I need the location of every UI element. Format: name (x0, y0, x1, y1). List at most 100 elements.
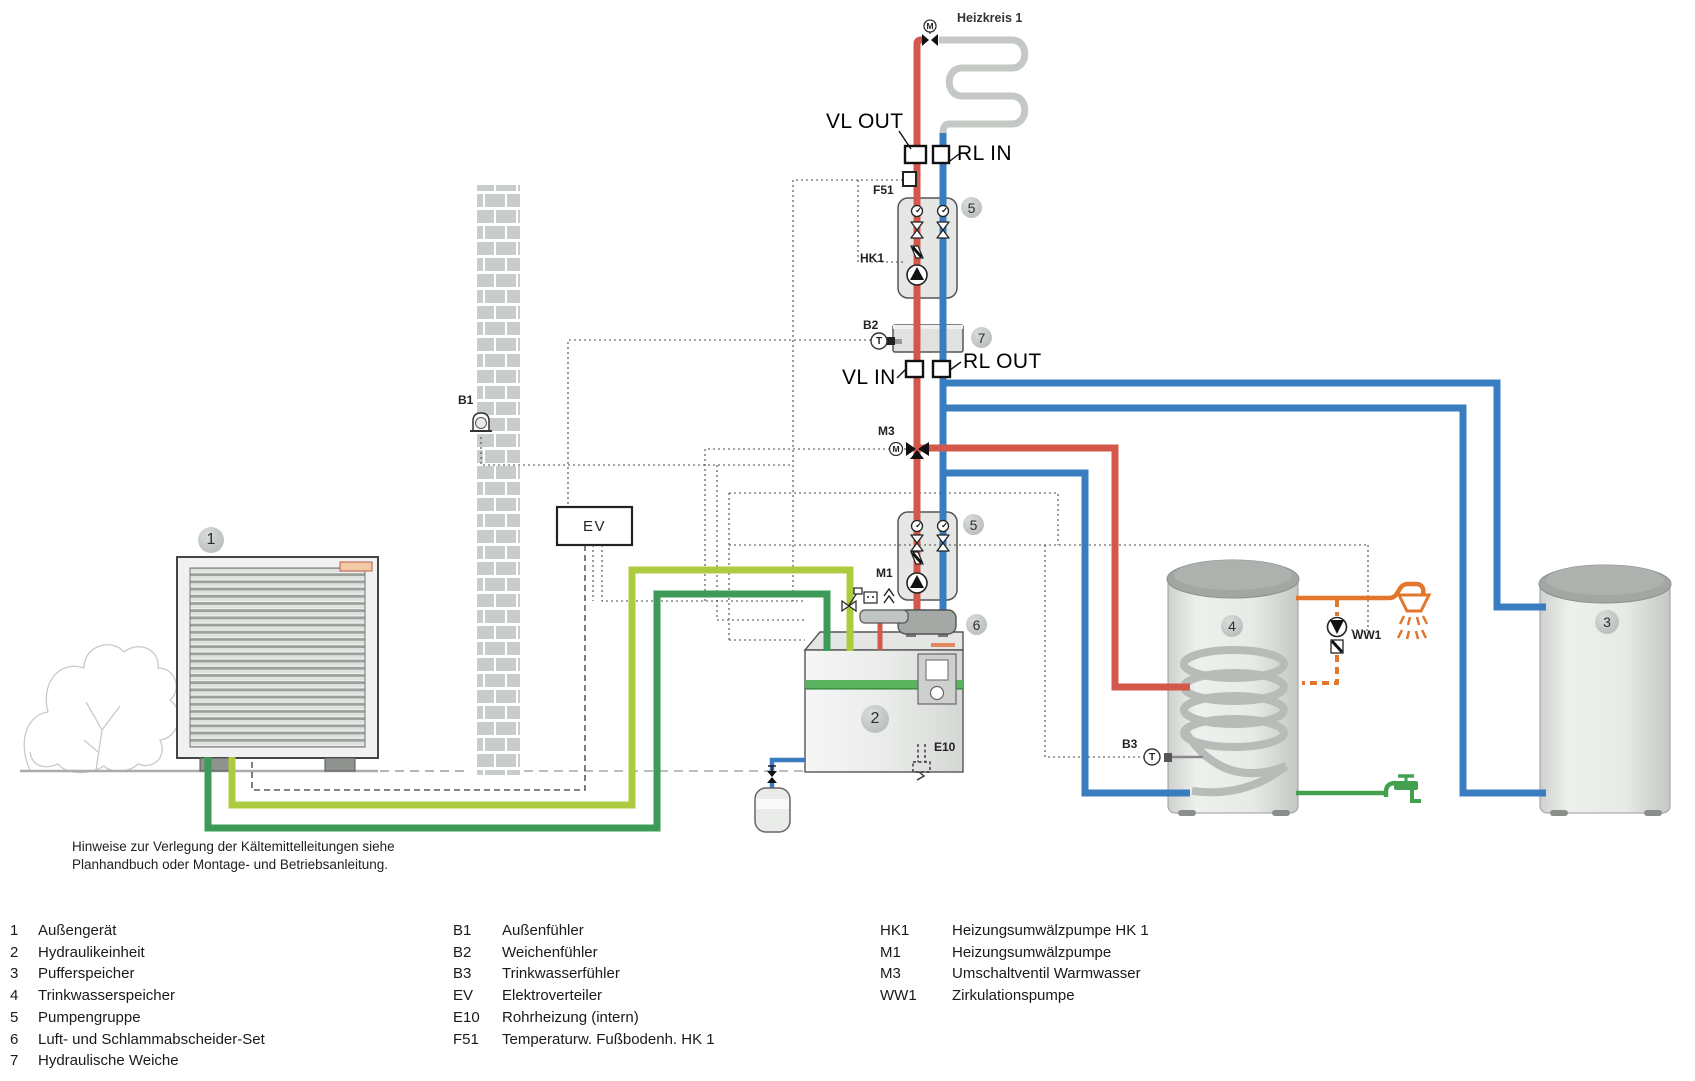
legend-key: 2 (10, 943, 19, 961)
supply-pipes (913, 36, 1190, 691)
badge-outdoor-unit: 1 (198, 527, 224, 553)
legend-label: Heizungsumwälzpumpe (952, 943, 1112, 961)
legend-key: 6 (10, 1030, 19, 1048)
pointer-lines (896, 130, 962, 379)
legend-label: Zirkulationspumpe (952, 987, 1075, 1005)
legend-key: EV (453, 987, 474, 1005)
ev-box (555, 505, 634, 547)
outdoor-unit (176, 556, 379, 772)
mixer-valve-icon (922, 19, 938, 46)
hydraulic-switch (887, 324, 964, 353)
label-rl-in: RL IN (957, 142, 1012, 165)
b2-sensor-icon (870, 332, 888, 350)
dhw-circulation (1302, 600, 1339, 685)
hk1-pump-icon (906, 264, 928, 286)
legend-label: Pufferspeicher (38, 965, 135, 983)
label-b1: B1 (458, 393, 474, 407)
legend-row: 1 Außengerät (10, 920, 265, 942)
motor-letter-mixer: M (926, 21, 934, 31)
refrigerant-light (228, 566, 854, 809)
legend-key: 5 (10, 1008, 19, 1026)
m3-valve-icon (888, 441, 929, 459)
legend-key: 3 (10, 965, 19, 983)
legend-label: Umschaltventil Warmwasser (952, 965, 1141, 983)
pipes (204, 36, 1546, 832)
control-panel (917, 653, 957, 705)
dhw-tank (1166, 559, 1300, 816)
legend-key: 7 (10, 1052, 19, 1070)
label-m3: M3 (878, 424, 895, 438)
legend-label: Außenfühler (502, 922, 584, 939)
ww1-pump-icon (1326, 616, 1348, 654)
legend-row: M3 Umschaltventil Warmwasser (880, 963, 1149, 985)
label-b3: B3 (1122, 737, 1138, 751)
legend-label: Hydraulische Weiche (38, 1052, 179, 1070)
legend-row: B1 Außenfühler (453, 920, 715, 942)
label-m1: M1 (876, 566, 893, 580)
badge-separator: 6 (966, 614, 987, 635)
legend-key: M3 (880, 965, 901, 983)
tap-icon (1383, 774, 1421, 803)
shower-icon (1388, 581, 1432, 640)
legend-key: B1 (453, 922, 472, 939)
heating-circuit-coil (939, 36, 1029, 134)
legend-key: 4 (10, 987, 19, 1005)
label-b2: B2 (863, 318, 879, 332)
temp-letter-b3: T (1148, 752, 1156, 763)
legend-row: 3 Pufferspeicher (10, 963, 265, 985)
m1-pump-icon (906, 572, 928, 594)
legend-key: M1 (880, 943, 901, 961)
legend-key: HK1 (880, 922, 910, 939)
expansion-vessel (754, 765, 791, 833)
legend-key: B2 (453, 943, 472, 961)
legend-label: Trinkwasserfühler (502, 965, 620, 983)
safety-valve-icon (841, 599, 857, 613)
badge-hydraulic-unit: 2 (861, 705, 889, 733)
refrigerant-dark (204, 590, 831, 832)
legend-key: 1 (10, 922, 19, 939)
legend-row: 7 Hydraulische Weiche (10, 1050, 265, 1072)
expansion-pipe (769, 757, 806, 789)
label-ww1: WW1 (1352, 628, 1382, 642)
note-line-2: Planhandbuch oder Montage- und Betriebsa… (72, 856, 388, 872)
badge-pump-group-lower: 5 (963, 514, 984, 535)
brick-wall (477, 185, 520, 775)
legend-label: Luft- und Schlammabscheider-Set (38, 1030, 265, 1048)
badge-buffer-tank: 3 (1595, 610, 1619, 634)
legend-key: F51 (453, 1030, 479, 1048)
badge-hydraulic-switch: 7 (971, 327, 992, 348)
temp-letter-b2: T (875, 336, 883, 347)
e10-heater-icon (912, 744, 931, 781)
brand-logo (339, 561, 373, 572)
connection-points (903, 144, 952, 379)
safety-group (841, 587, 909, 624)
legend-row: M1 Heizungsumwälzpumpe (880, 942, 1149, 964)
legend-row: HK1 Heizungsumwälzpumpe HK 1 (880, 920, 1149, 942)
legend-label: Heizungsumwälzpumpe HK 1 (952, 922, 1149, 939)
control-cables (480, 179, 1369, 758)
hydraulic-unit (803, 631, 964, 781)
label-vl-out: VL OUT (826, 110, 904, 133)
legend-label: Außengerät (38, 922, 117, 939)
label-f51: F51 (873, 183, 894, 197)
b1-sensor-icon (470, 412, 492, 432)
legend-label: Trinkwasserspeicher (38, 987, 175, 1005)
f51-sensor-icon (902, 171, 917, 187)
green-stripe (805, 680, 963, 688)
air-vent-icon (883, 587, 895, 604)
badge-dhw-tank: 4 (1221, 615, 1243, 637)
label-hk1: HK1 (860, 251, 885, 265)
power-cable (251, 545, 586, 791)
buffer-tank (1538, 564, 1672, 816)
motor-letter-m3: M (892, 444, 900, 454)
unit-brand-label (931, 643, 955, 647)
